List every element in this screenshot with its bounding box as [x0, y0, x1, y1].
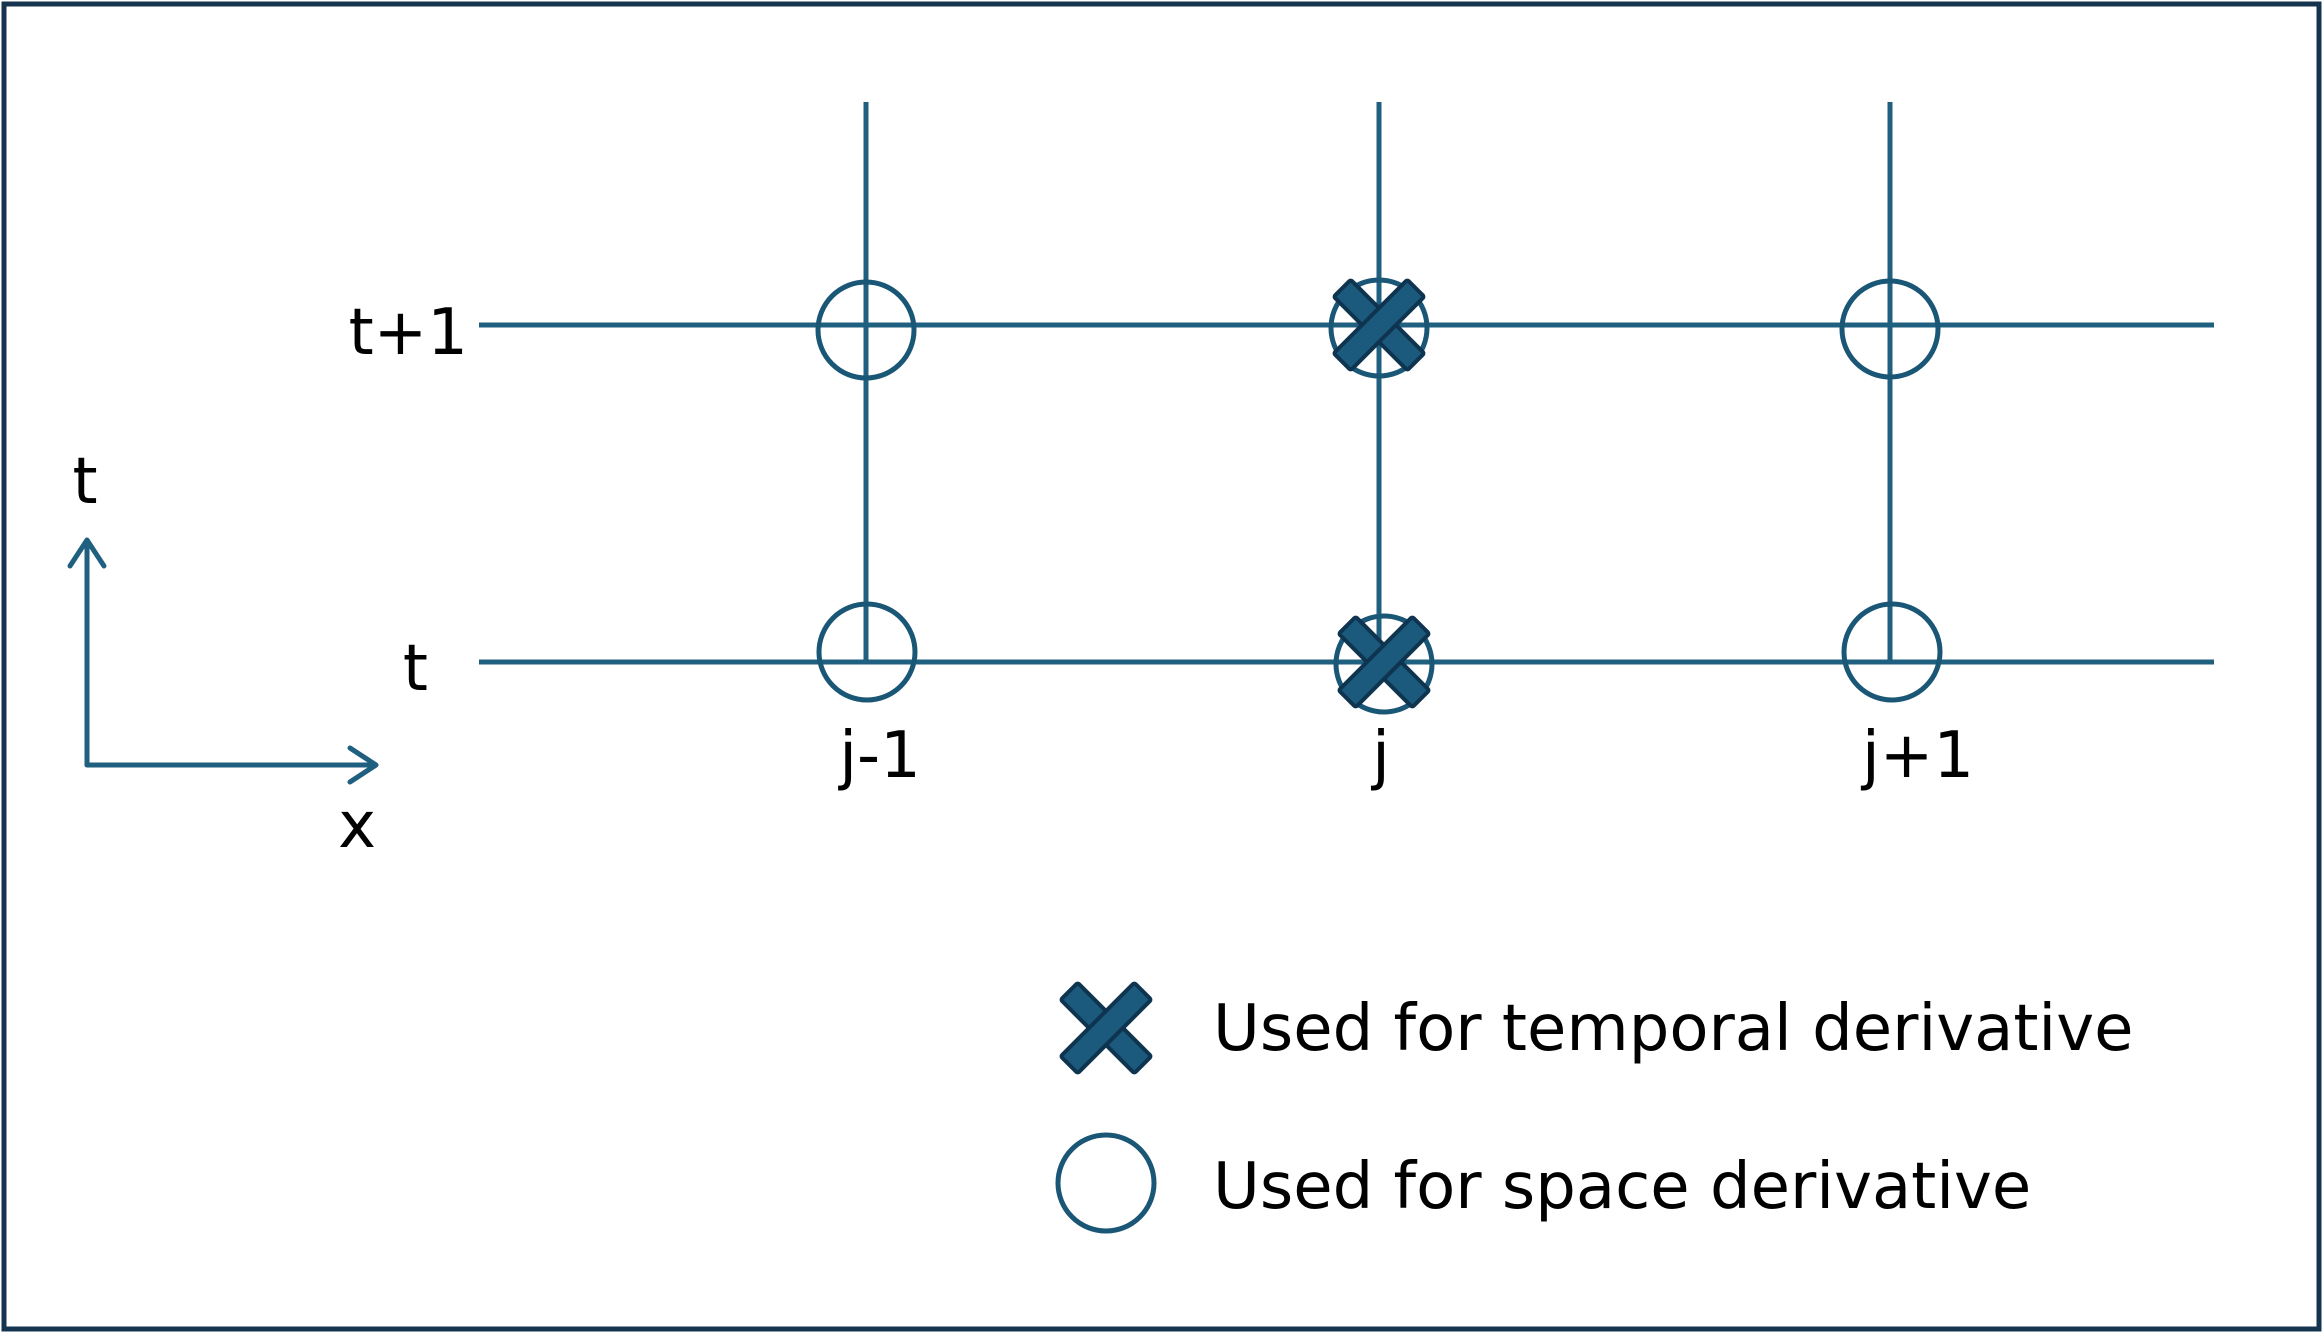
- legend-space-label: Used for space derivative: [1213, 1150, 2031, 1224]
- legend-temporal-label: Used for temporal derivative: [1213, 992, 2133, 1066]
- circle-marker: [1328, 277, 1430, 379]
- row-label-t-plus-1: t+1: [349, 296, 468, 370]
- t-axis-arrowhead: [67, 537, 107, 569]
- t-axis-label: t: [72, 445, 97, 519]
- axes-indicator: [67, 537, 379, 785]
- stencil-grid: [479, 102, 2214, 665]
- circle-marker: [1333, 613, 1435, 715]
- space-derivative-points: [815, 277, 1943, 715]
- column-label-j: j: [1370, 719, 1390, 793]
- column-label-j-plus-1: j+1: [1860, 719, 1974, 793]
- circle-marker: [1841, 601, 1943, 703]
- x-axis-arrowhead: [347, 745, 379, 785]
- row-label-t: t: [403, 632, 428, 706]
- legend: Used for temporal derivative Used for sp…: [1055, 980, 2133, 1234]
- circle-marker: [815, 279, 917, 381]
- legend-cross-icon: [1058, 980, 1154, 1076]
- circle-marker: [816, 601, 918, 703]
- legend-circle-icon: [1055, 1132, 1157, 1234]
- circle-marker: [1839, 278, 1941, 380]
- column-label-j-minus-1: j-1: [837, 719, 921, 793]
- x-axis-label: x: [338, 789, 376, 863]
